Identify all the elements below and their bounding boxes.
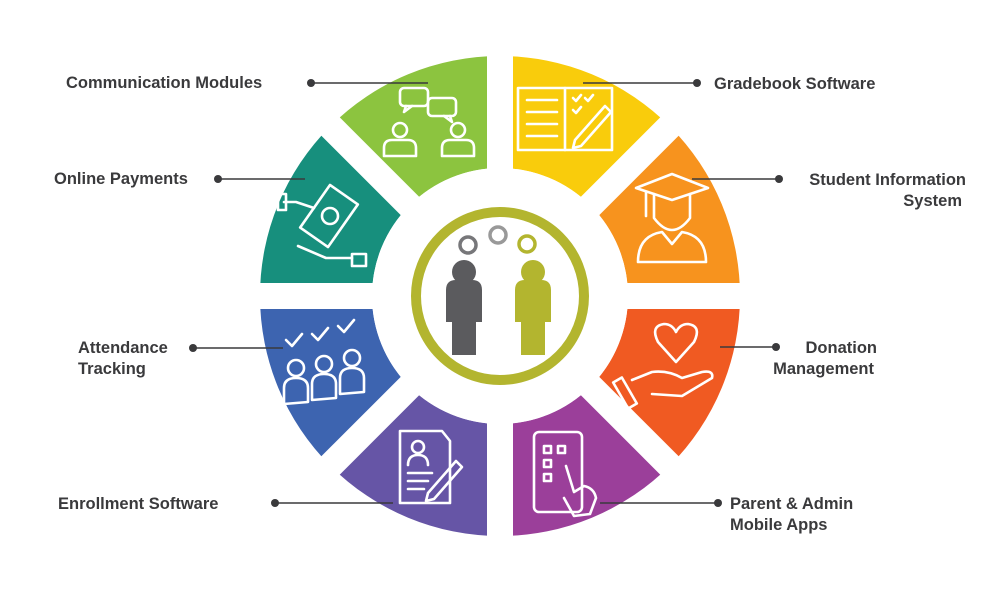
svg-text:Student Information: Student Information xyxy=(809,171,966,189)
person-dark-icon xyxy=(446,260,482,355)
label-enrollment: Enrollment Software xyxy=(58,495,393,513)
svg-text:System: System xyxy=(903,192,962,210)
chat-people-icon xyxy=(382,86,476,158)
label-student-info: Student Information System xyxy=(692,171,966,210)
svg-text:Donation: Donation xyxy=(806,339,878,357)
svg-text:Communication Modules: Communication Modules xyxy=(66,74,262,92)
people-check-icon xyxy=(282,318,366,406)
document-pencil-icon xyxy=(398,429,464,505)
svg-text:Online Payments: Online Payments xyxy=(54,170,188,188)
heart-hand-icon xyxy=(611,322,714,410)
svg-text:Attendance: Attendance xyxy=(78,339,168,357)
center-emblem xyxy=(411,207,589,385)
person-light-icon xyxy=(515,260,551,355)
label-gradebook: Gradebook Software xyxy=(583,75,875,93)
label-attendance: Attendance Tracking xyxy=(78,339,283,378)
label-donation: Donation Management xyxy=(720,339,877,378)
svg-text:Tracking: Tracking xyxy=(78,360,146,378)
svg-text:Gradebook Software: Gradebook Software xyxy=(714,75,875,93)
center-ring xyxy=(411,207,589,385)
svg-text:Management: Management xyxy=(773,360,874,378)
tablet-touch-icon xyxy=(532,430,598,518)
label-communication: Communication Modules xyxy=(66,74,428,92)
svg-text:Parent & Admin: Parent & Admin xyxy=(730,495,853,513)
gradebook-icon xyxy=(516,86,614,152)
label-mobile-apps: Parent & Admin Mobile Apps xyxy=(600,495,853,534)
label-online-payments: Online Payments xyxy=(54,170,305,188)
graduate-icon xyxy=(634,172,710,264)
svg-text:Enrollment Software: Enrollment Software xyxy=(58,495,218,513)
money-hand-icon xyxy=(276,183,368,268)
thought-bubbles-icon xyxy=(458,225,537,255)
svg-text:Mobile Apps: Mobile Apps xyxy=(730,516,827,534)
